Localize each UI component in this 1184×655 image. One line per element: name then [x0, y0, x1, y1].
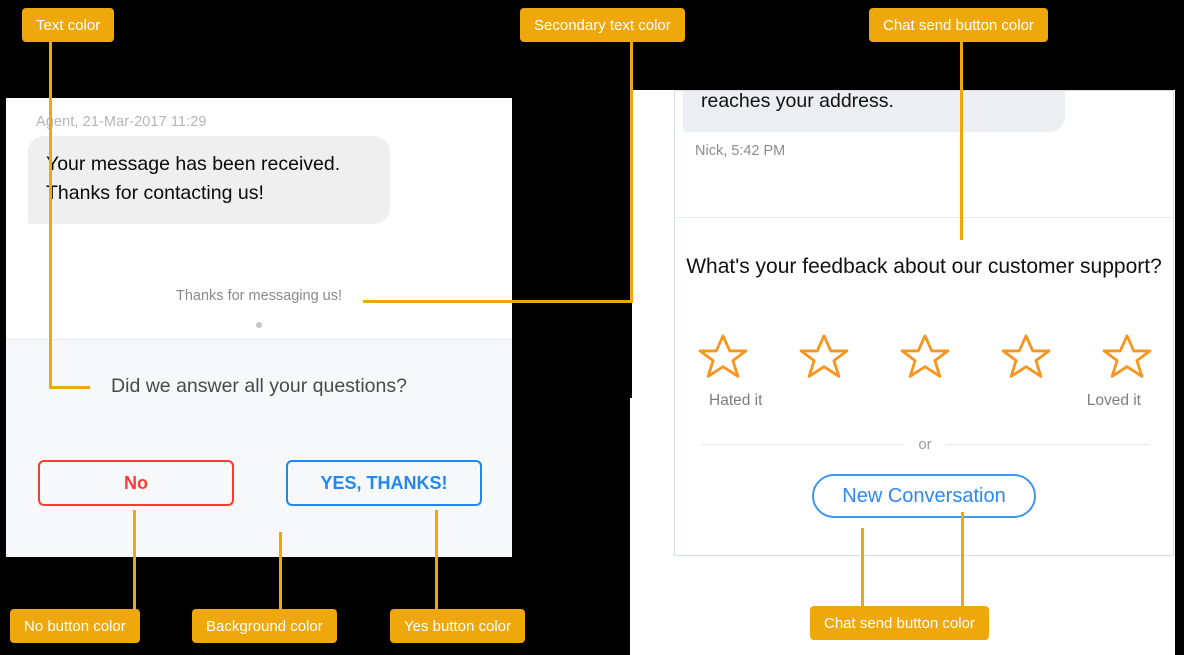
- system-note: Thanks for messaging us!: [175, 288, 343, 304]
- resolution-panel: Did we answer all your questions? No YES…: [6, 340, 512, 557]
- feedback-panel: What's your feedback about our customer …: [675, 218, 1173, 555]
- annotation-chip-chat-send-button-color-bottom: Chat send button color: [810, 606, 989, 640]
- or-line-right: [945, 444, 1149, 445]
- star-4-icon[interactable]: [998, 330, 1054, 384]
- annotation-chip-no-button-color: No button color: [10, 609, 140, 643]
- agent-message-meta: Agent, 21-Mar-2017 11:29: [36, 114, 207, 130]
- annotation-chip-background-color: Background color: [192, 609, 337, 643]
- or-separator: or: [701, 436, 1149, 453]
- leader-yes-button: [435, 510, 438, 610]
- leader-secondary-horizontal: [363, 300, 633, 303]
- right-chat-card: reaches your address. Nick, 5:42 PM What…: [674, 90, 1174, 556]
- star-rating-group[interactable]: [695, 330, 1155, 384]
- star-rating-labels: Hated it Loved it: [709, 392, 1141, 410]
- or-label: or: [918, 436, 932, 453]
- backdrop-right-gutter: [1175, 0, 1184, 655]
- new-conversation-button[interactable]: New Conversation: [812, 474, 1036, 518]
- no-button[interactable]: No: [38, 460, 234, 506]
- leader-no-button: [133, 510, 136, 610]
- rating-low-label: Hated it: [709, 392, 763, 409]
- rating-high-label: Loved it: [1086, 392, 1141, 409]
- right-card-divider: [675, 217, 1173, 218]
- or-line-left: [701, 444, 905, 445]
- star-3-icon[interactable]: [897, 330, 953, 384]
- star-5-icon[interactable]: [1099, 330, 1155, 384]
- leader-text-color-vertical: [49, 40, 52, 388]
- agent-message-bubble: Your message has been received. Thanks f…: [28, 136, 390, 224]
- left-chat-card: Agent, 21-Mar-2017 11:29 Your message ha…: [6, 98, 512, 557]
- leader-text-color-horizontal: [49, 386, 90, 389]
- leader-chat-send-bottom-left: [861, 528, 864, 607]
- annotation-chip-chat-send-button-color-top: Chat send button color: [869, 8, 1048, 42]
- left-chat-transcript: Agent, 21-Mar-2017 11:29 Your message ha…: [6, 98, 512, 338]
- nick-message-meta: Nick, 5:42 PM: [695, 143, 786, 159]
- leader-background: [279, 532, 282, 610]
- left-card-divider: [6, 339, 512, 340]
- resolution-question: Did we answer all your questions?: [111, 375, 407, 397]
- leader-secondary-vertical: [630, 40, 633, 302]
- annotation-chip-text-color: Text color: [22, 8, 115, 42]
- typing-indicator-dot: [256, 322, 262, 328]
- yes-thanks-button[interactable]: YES, THANKS!: [286, 460, 482, 506]
- leader-chat-send-top: [960, 40, 963, 240]
- star-2-icon[interactable]: [796, 330, 852, 384]
- right-chat-transcript: reaches your address. Nick, 5:42 PM: [675, 91, 1173, 216]
- feedback-title: What's your feedback about our customer …: [686, 255, 1162, 278]
- annotation-chip-secondary-text-color: Secondary text color: [520, 8, 685, 42]
- leader-chat-send-bottom-right: [961, 512, 964, 607]
- nick-message-bubble: reaches your address.: [683, 91, 1065, 132]
- star-1-icon[interactable]: [695, 330, 751, 384]
- annotation-chip-yes-button-color: Yes button color: [390, 609, 526, 643]
